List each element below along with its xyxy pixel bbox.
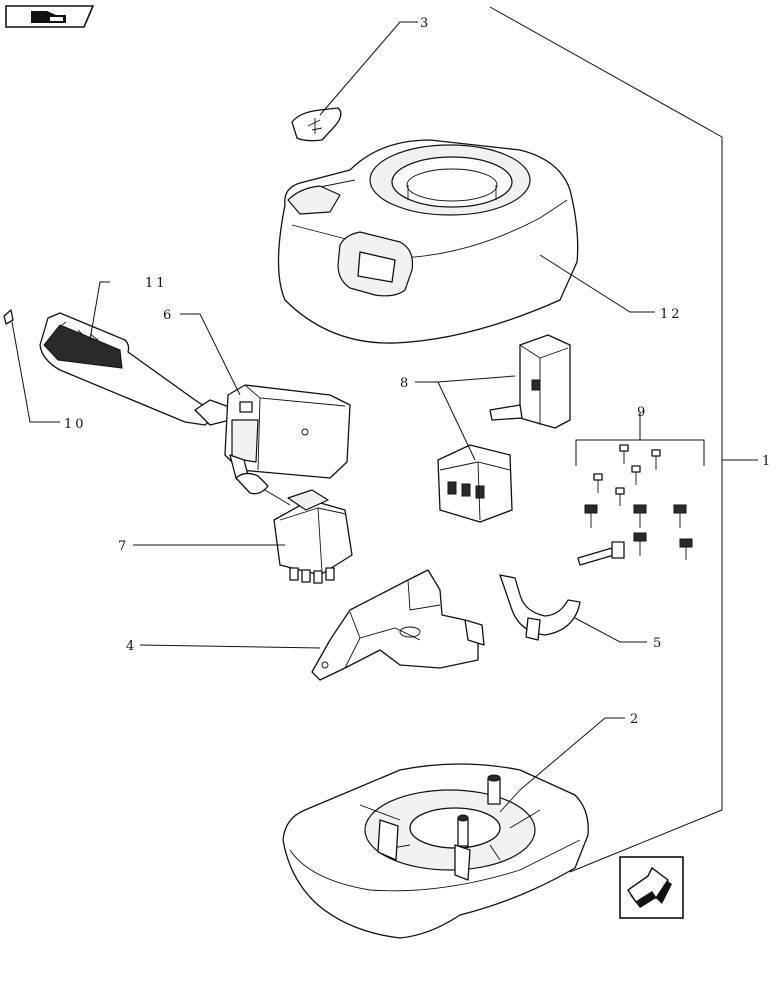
part-12-upper-cowl — [277, 139, 579, 344]
callout-5: 5 — [653, 636, 664, 651]
post-left — [457, 814, 469, 847]
callout-11: 11 — [145, 276, 168, 291]
bolt-dark-5 — [679, 538, 693, 560]
screw-small-5 — [615, 487, 625, 506]
callout-10: 10 — [64, 417, 87, 432]
assembly-bracket — [489, 6, 758, 873]
callout-9: 9 — [637, 405, 648, 420]
callout-8: 8 — [400, 376, 411, 391]
bolt-dark-2 — [633, 504, 647, 528]
callout-3: 3 — [420, 16, 431, 31]
part-10-clip — [3, 309, 14, 325]
part-8-connector-housings — [437, 334, 571, 523]
book-previous-icon — [31, 11, 66, 23]
bolt-dark-1 — [584, 504, 598, 528]
callout-1: 1 — [762, 454, 773, 469]
callout-7: 7 — [118, 539, 129, 554]
screw-small-1 — [619, 444, 629, 464]
part-4-bracket — [311, 569, 485, 681]
screw-small-2 — [651, 449, 661, 470]
bolt-dark-3 — [673, 504, 687, 528]
part-5-clamp-band — [499, 574, 581, 641]
callout-12: 12 — [660, 307, 683, 322]
callout-labels: 1 2 3 4 5 6 7 8 9 10 11 12 — [64, 16, 773, 727]
part-11-lever — [39, 312, 233, 426]
part-2-lower-shroud — [282, 763, 589, 939]
bolt-dark-4 — [633, 532, 647, 556]
long-pin — [577, 541, 625, 566]
callout-6: 6 — [163, 308, 174, 323]
next-page-button[interactable] — [619, 856, 684, 919]
callout-4: 4 — [126, 639, 137, 654]
screw-small-4 — [631, 465, 641, 485]
next-page-arrow-icon — [627, 866, 672, 908]
part-6-switch-body — [224, 384, 351, 479]
callout-2: 2 — [630, 712, 641, 727]
screw-small-3 — [593, 473, 603, 493]
leader-lines — [11, 21, 655, 791]
part-7-relay — [235, 472, 353, 584]
relay-pins — [289, 567, 335, 584]
post-right — [487, 774, 501, 805]
part-3-cap — [291, 107, 342, 142]
previous-section-button[interactable] — [5, 5, 95, 28]
part-9-fastener-kit — [575, 439, 705, 566]
